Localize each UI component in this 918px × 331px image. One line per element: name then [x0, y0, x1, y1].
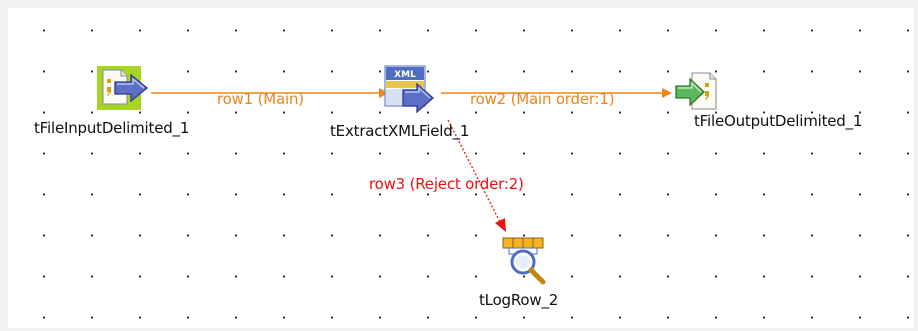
component-file-input-delimited[interactable] — [97, 64, 153, 112]
connection-label-row1[interactable]: row1 (Main) — [217, 90, 304, 108]
file-input-delimited-icon — [97, 66, 149, 110]
connection-arrow-row3 — [495, 218, 506, 232]
connections-layer — [151, 88, 672, 232]
log-row-icon — [502, 237, 546, 285]
connection-arrow-row2 — [662, 88, 672, 98]
svg-text:XML: XML — [394, 70, 416, 80]
job-design-canvas[interactable]: tFileInputDelimited_1 XML tExtractXMLFie… — [8, 8, 914, 328]
component-file-output-delimited[interactable] — [674, 71, 726, 113]
connection-line-row3[interactable] — [447, 119, 502, 225]
connection-label-row3[interactable]: row3 (Reject order:2) — [369, 175, 524, 193]
component-label-extract: tExtractXMLField_1 — [330, 122, 470, 140]
component-label-log: tLogRow_2 — [479, 291, 559, 309]
component-log-row[interactable] — [501, 236, 555, 290]
component-label-output: tFileOutputDelimited_1 — [694, 112, 863, 130]
connection-arrow-row1 — [379, 88, 389, 98]
file-output-delimited-icon — [675, 72, 717, 110]
component-label-input: tFileInputDelimited_1 — [34, 119, 190, 137]
extract-xml-field-icon: XML — [384, 65, 434, 114]
component-extract-xml-field[interactable]: XML — [383, 64, 443, 116]
connection-label-row2[interactable]: row2 (Main order:1) — [470, 90, 615, 108]
